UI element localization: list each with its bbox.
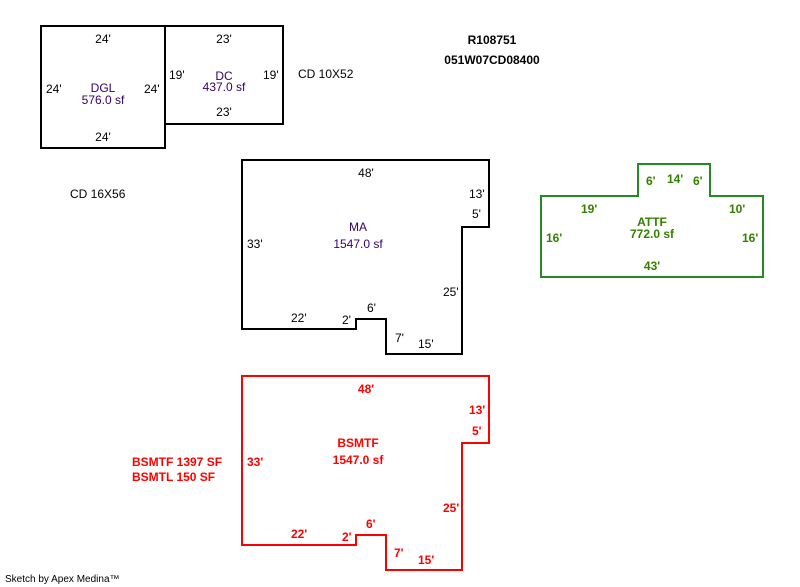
attf-left: 16' — [546, 231, 562, 245]
ma-outline — [241, 159, 490, 355]
attf-name: ATTF — [637, 215, 667, 229]
map-number: 051W07CD08400 — [444, 53, 540, 67]
dc-name: DC — [215, 69, 233, 83]
attf-outline — [540, 163, 764, 278]
credit: Sketch by Apex Medina™ — [5, 574, 120, 585]
dgl-right: 24' — [144, 82, 160, 96]
area-attf: 6' 14' 6' 19' 10' 16' 16' 43' ATTF 772.0… — [540, 163, 764, 278]
dgl-bottom: 24' — [95, 130, 111, 144]
dc-bottom: 23' — [216, 105, 232, 119]
ma-b4: 7' — [395, 331, 404, 345]
bsmtf-b5: 15' — [418, 553, 434, 567]
area-ma: 48' 33' 13' 5' 25' 22' 2' 6' 7' 15' MA 1… — [241, 159, 490, 355]
ma-left: 33' — [247, 237, 263, 251]
bsmtf-area: 1547.0 sf — [333, 453, 385, 467]
bsmtf-r1: 13' — [469, 403, 485, 417]
parcel-id: R108751 — [468, 33, 517, 47]
bsmtf-r2: 5' — [472, 424, 482, 438]
ma-r1: 13' — [469, 187, 485, 201]
dc-area: 437.0 sf — [203, 80, 246, 94]
bsmtf-b4: 7' — [394, 546, 404, 560]
attf-t3: 6' — [693, 174, 703, 188]
bsmtf-b1: 22' — [291, 527, 307, 541]
note-bsmtl: BSMTL 150 SF — [132, 470, 215, 484]
bsmtf-left: 33' — [247, 455, 263, 469]
ma-b5: 15' — [418, 337, 434, 351]
note-cd-10x52: CD 10X52 — [298, 67, 354, 81]
ma-r3: 25' — [443, 285, 459, 299]
ma-b1: 22' — [291, 311, 307, 325]
bsmtf-name: BSMTF — [337, 436, 378, 450]
dgl-name: DGL — [91, 81, 116, 95]
dc-right: 19' — [263, 68, 279, 82]
dc-top: 23' — [216, 32, 232, 46]
ma-top: 48' — [358, 166, 374, 180]
attf-left-top: 19' — [581, 202, 597, 216]
dc-left: 19' — [169, 68, 185, 82]
bsmtf-outline — [241, 375, 490, 571]
ma-area: 1547.0 sf — [333, 237, 383, 251]
attf-t1: 6' — [646, 174, 656, 188]
attf-t2: 14' — [667, 172, 683, 186]
attf-right-top: 10' — [729, 202, 745, 216]
dc-outline — [164, 25, 284, 125]
note-bsmtf: BSMTF 1397 SF — [132, 455, 222, 469]
note-cd-16x56: CD 16X56 — [70, 187, 126, 201]
dgl-area: 576.0 sf — [82, 93, 125, 107]
dgl-left: 24' — [46, 82, 62, 96]
area-dgl: 24' 24' 24' 24' DGL 576.0 sf — [40, 25, 166, 149]
attf-area: 772.0 sf — [630, 227, 675, 241]
ma-b3: 6' — [367, 301, 376, 315]
attf-right: 16' — [742, 231, 758, 245]
ma-b2: 2' — [342, 313, 351, 327]
area-bsmtf: 48' 33' 13' 5' 25' 22' 2' 6' 7' 15' BSMT… — [241, 375, 490, 571]
dgl-top: 24' — [95, 32, 111, 46]
bsmtf-b2: 2' — [342, 530, 352, 544]
bsmtf-top: 48' — [358, 382, 374, 396]
attf-bottom: 43' — [644, 259, 660, 273]
bsmtf-r3: 25' — [443, 501, 459, 515]
area-dc: 23' 23' 19' 19' DC 437.0 sf — [164, 25, 284, 125]
bsmtf-b3: 6' — [366, 517, 376, 531]
ma-name: MA — [349, 220, 367, 234]
ma-r2: 5' — [472, 207, 481, 221]
